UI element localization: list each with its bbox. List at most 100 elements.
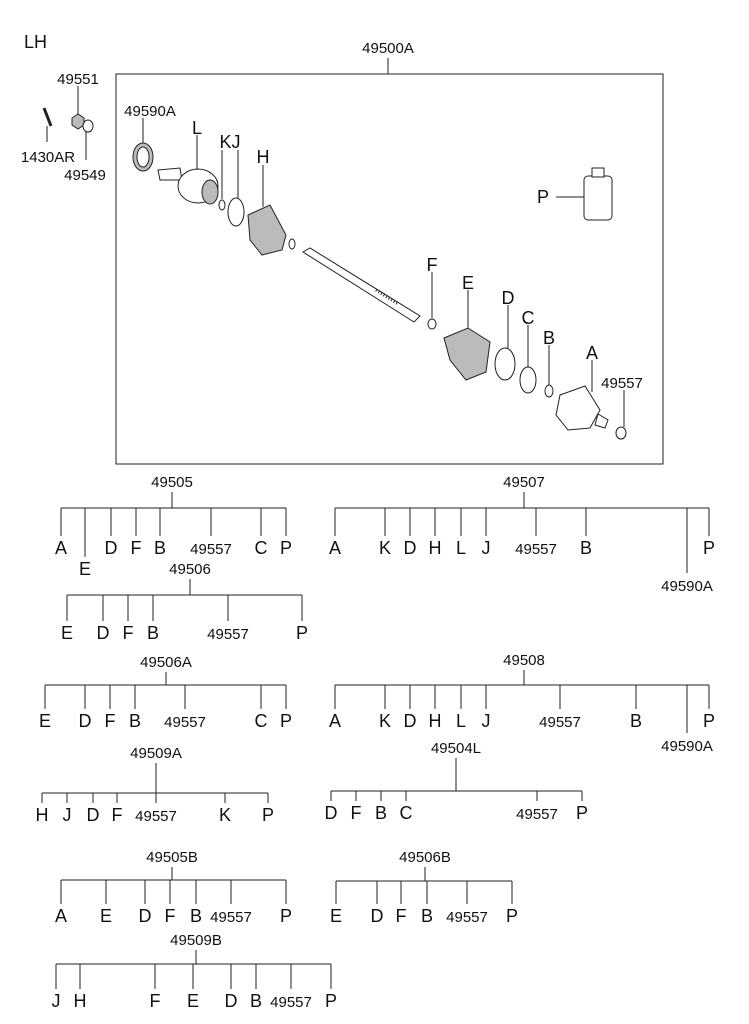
assembly-title: 49500A: [362, 40, 414, 57]
nut-49551-icon: [71, 86, 85, 130]
kit-item: E: [187, 991, 199, 1011]
kit-item: F: [351, 803, 362, 823]
kit-title: 49504L: [431, 740, 481, 757]
kit-item: 49557: [539, 714, 581, 731]
kit-item: P: [506, 906, 518, 926]
kit-item: H: [429, 711, 442, 731]
kit-title: 49509A: [130, 745, 182, 762]
kit-item: F: [123, 623, 134, 643]
kit-item: P: [576, 803, 588, 823]
kit-title: 49506A: [140, 654, 192, 671]
kit-item: D: [225, 991, 238, 1011]
clamp-d-icon: [494, 305, 516, 381]
kit-title: 49508: [503, 652, 545, 669]
kit-item: H: [429, 538, 442, 558]
kit-item: A: [329, 711, 341, 731]
kit-item: F: [131, 538, 142, 558]
boot-e-icon: [443, 290, 491, 381]
kit-item: P: [296, 623, 308, 643]
inner-cv-joint-icon: [555, 360, 609, 431]
assembly-frame: 49500A: [115, 40, 664, 465]
kit-title: 49506B: [399, 849, 451, 866]
kit-item: C: [255, 538, 268, 558]
kit-item: 49557: [164, 714, 206, 731]
kit-item: P: [703, 538, 715, 558]
kit-title: 49505B: [146, 849, 198, 866]
kit-item: 49557: [515, 541, 557, 558]
callout-a: A: [586, 343, 598, 363]
kit-item: C: [255, 711, 268, 731]
clamp-f-icon: [427, 272, 437, 330]
kit-item: 49557: [516, 806, 558, 823]
kit-item: B: [630, 711, 642, 731]
callout-f: F: [427, 255, 438, 275]
washer-49549-icon: [82, 119, 94, 160]
kit-item: C: [400, 803, 413, 823]
kit-item: H: [74, 991, 87, 1011]
kit-item: P: [703, 711, 715, 731]
callout-kj: KJ: [219, 132, 240, 152]
kit-item: A: [55, 906, 67, 926]
kit-item: J: [52, 991, 61, 1011]
kit-item: K: [379, 538, 391, 558]
kit-item: 49557: [135, 808, 177, 825]
kit-item: 49557: [190, 541, 232, 558]
kit-title: 49507: [503, 474, 545, 491]
bolt-1430ar-icon: [42, 107, 53, 142]
kit-item: L: [456, 538, 466, 558]
kit-item: J: [482, 538, 491, 558]
callout-49557: 49557: [601, 375, 643, 392]
callout-c: C: [522, 308, 535, 328]
callout-b: B: [543, 328, 555, 348]
kit-title: 49505: [151, 474, 193, 491]
callout-1430ar: 1430AR: [21, 149, 75, 166]
kit-item: B: [147, 623, 159, 643]
kit-item: P: [280, 906, 292, 926]
kit-item: 49590A: [661, 738, 713, 755]
kit-item: P: [262, 805, 274, 825]
kit-item: F: [112, 805, 123, 825]
kit-item: E: [100, 906, 112, 926]
kit-item: D: [87, 805, 100, 825]
callout-h: H: [257, 147, 270, 167]
kit-item: L: [456, 711, 466, 731]
kit-title: 49506: [169, 561, 211, 578]
callout-p: P: [537, 187, 549, 207]
kit-item: B: [190, 906, 202, 926]
callout-l: L: [192, 118, 202, 138]
kit-item: A: [329, 538, 341, 558]
clamp-c-icon: [519, 325, 537, 394]
kit-item: B: [580, 538, 592, 558]
kit-item: E: [61, 623, 73, 643]
kit-item: E: [330, 906, 342, 926]
clamp-j-icon: [227, 150, 245, 227]
callout-49551: 49551: [57, 71, 99, 88]
callout-d: D: [502, 288, 515, 308]
kit-item: J: [482, 711, 491, 731]
kit-item: B: [129, 711, 141, 731]
kit-item: B: [375, 803, 387, 823]
clamp-k-icon: [218, 150, 226, 211]
kit-item: A: [55, 538, 67, 558]
tone-ring-icon: [132, 118, 154, 172]
kit-item: D: [325, 803, 338, 823]
circlip-49557-icon: [615, 390, 627, 440]
kit-item: E: [79, 559, 91, 579]
kit-item: H: [36, 805, 49, 825]
kit-item: 49590A: [661, 578, 713, 595]
kit-item: D: [404, 711, 417, 731]
kit-item: P: [325, 991, 337, 1011]
kit-item: B: [250, 991, 262, 1011]
assembly-drawing: 49551 1430AR 49549 49590A L KJ H P F E D…: [21, 71, 643, 440]
grease-p-icon: [556, 167, 613, 221]
kit-item: D: [371, 906, 384, 926]
